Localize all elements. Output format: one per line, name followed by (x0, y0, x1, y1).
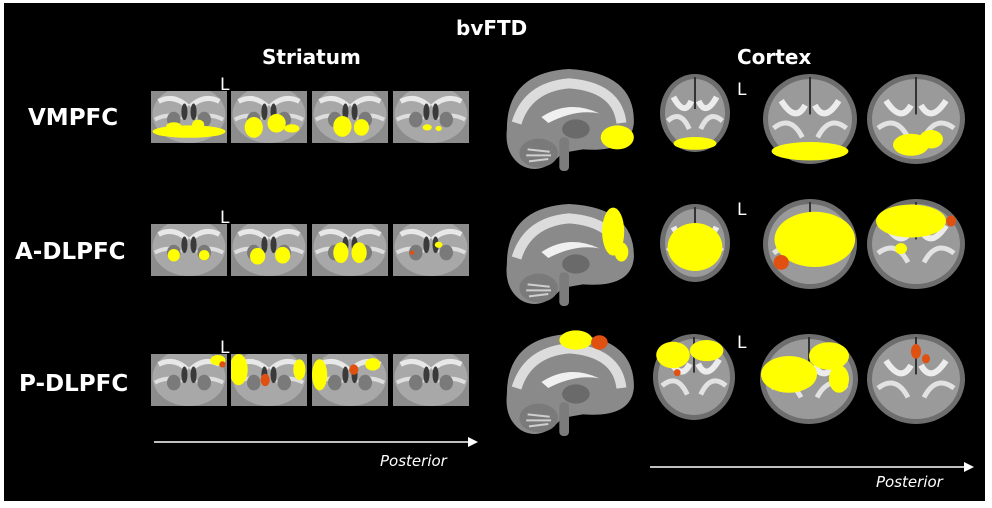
striatum-coronal-slice (312, 354, 388, 406)
sagittal-brain-slice (500, 198, 638, 318)
left-orientation-marker: L (737, 200, 747, 220)
posterior-arrow-cortex (650, 462, 974, 472)
striatum-coronal-slice (231, 354, 307, 406)
posterior-arrow-striatum (154, 437, 478, 447)
cortex-coronal-slice (659, 73, 731, 153)
cortex-coronal-slice (762, 198, 858, 290)
left-orientation-marker: L (220, 75, 230, 95)
sagittal-brain-slice (500, 328, 638, 448)
row-label-vmpfc: VMPFC (28, 105, 119, 131)
striatum-coronal-slice (312, 91, 388, 143)
sagittal-brain-slice (500, 63, 638, 183)
striatum-coronal-slice (231, 224, 307, 276)
posterior-label-striatum: Posterior (380, 452, 447, 470)
figure-title: bvFTD (456, 16, 528, 40)
striatum-coronal-slice (151, 354, 227, 406)
cortex-coronal-slice (866, 198, 966, 290)
striatum-coronal-slice (393, 224, 469, 276)
left-orientation-marker: L (737, 80, 747, 100)
striatum-coronal-slice (393, 354, 469, 406)
row-label-a-dlpfc: A-DLPFC (15, 239, 126, 265)
cortex-heading: Cortex (737, 45, 812, 69)
cortex-coronal-slice (652, 333, 736, 421)
striatum-coronal-slice (151, 91, 227, 143)
figure-panel: bvFTD Striatum Cortex VMPFC A-DLPFC P-DL… (4, 3, 985, 501)
left-orientation-marker: L (737, 333, 747, 353)
striatum-coronal-slice (312, 224, 388, 276)
striatum-coronal-slice (393, 91, 469, 143)
left-orientation-marker: L (220, 338, 230, 358)
cortex-coronal-slice (762, 73, 858, 165)
posterior-label-cortex: Posterior (876, 473, 943, 491)
row-label-p-dlpfc: P-DLPFC (19, 371, 129, 397)
striatum-coronal-slice (151, 224, 227, 276)
striatum-heading: Striatum (262, 45, 361, 69)
cortex-coronal-slice (659, 203, 731, 283)
left-orientation-marker: L (220, 208, 230, 228)
cortex-coronal-slice (866, 333, 966, 425)
striatum-coronal-slice (231, 91, 307, 143)
cortex-coronal-slice (866, 73, 966, 165)
cortex-coronal-slice (759, 333, 859, 425)
